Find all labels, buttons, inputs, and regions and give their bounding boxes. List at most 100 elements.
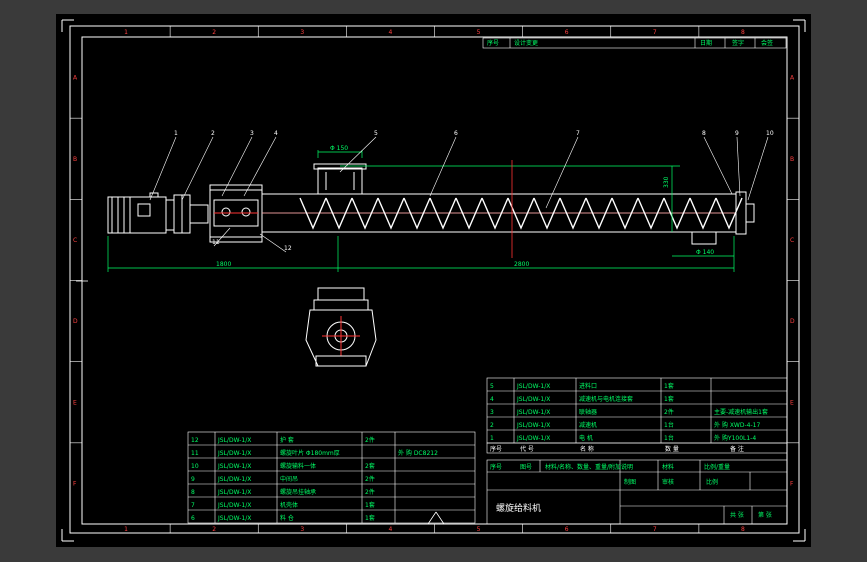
part-name-3: 联轴器 [579, 408, 597, 416]
part-name-11: 螺旋叶片 Φ180mm厚 [280, 449, 340, 457]
zone-row-left-F: F [73, 480, 77, 487]
zone-row-right-D: D [790, 318, 795, 325]
parts-header-4: 备 注 [730, 445, 744, 453]
part-no-7: 7 [191, 502, 195, 509]
sheet [56, 14, 811, 547]
callout-11: 11 [212, 239, 220, 246]
part-code-4: JSL/DW-1/X [516, 396, 550, 403]
callout-12: 12 [284, 245, 292, 252]
leader-8 [703, 136, 733, 195]
callout-8: 8 [702, 130, 706, 137]
part-qty-9: 2件 [365, 475, 375, 483]
revision-col-4: 签字 [732, 39, 744, 47]
outlet[interactable] [691, 231, 717, 245]
leader-1 [149, 136, 177, 201]
zone-col-top-8: 8 [741, 29, 745, 36]
leader-6 [429, 136, 457, 197]
part-qty-3: 2件 [664, 408, 674, 416]
zone-col-top-5: 5 [477, 29, 481, 36]
callout-6: 6 [454, 130, 458, 137]
revision-col-3: 日期 [700, 39, 712, 47]
zone-col-bottom-1: 1 [124, 526, 128, 533]
revision-strip [482, 37, 787, 49]
part-no-3: 3 [490, 409, 494, 416]
leader-7 [545, 136, 579, 209]
leader-5 [339, 136, 377, 173]
part-name-12: 护 套 [280, 436, 294, 444]
callout-4: 4 [274, 130, 278, 137]
callout-2: 2 [211, 130, 215, 137]
zone-row-left-A: A [73, 75, 78, 82]
part-code-8: JSL/DW-1/X [217, 489, 251, 496]
dim-height: 330 [663, 176, 670, 188]
part-qty-10: 2套 [365, 462, 375, 470]
zone-col-bottom-8: 8 [741, 526, 745, 533]
part-name-10: 螺旋输料一体 [280, 462, 316, 470]
part-no-8: 8 [191, 489, 195, 496]
zone-col-top-2: 2 [212, 29, 216, 36]
part-code-7: JSL/DW-1/X [217, 502, 251, 509]
dim-screw-length: 2800 [514, 261, 529, 268]
axis-mark [76, 275, 445, 525]
part-qty-4: 1套 [664, 395, 674, 403]
zone-col-top-3: 3 [300, 29, 304, 36]
leader-9 [736, 136, 741, 197]
dim-outlet-dia: Φ 140 [696, 249, 714, 256]
zone-col-bottom-4: 4 [388, 526, 392, 533]
parts-header-3: 数 量 [665, 445, 679, 453]
part-name-9: 中间吊 [280, 475, 298, 483]
zone-row-right-B: B [790, 156, 794, 163]
leader-3 [221, 136, 253, 197]
part-qty-2: 1台 [664, 421, 674, 429]
part-note-2: 外 购 XWD-4-17 [714, 421, 760, 429]
part-name-8: 螺旋吊挂轴承 [280, 488, 316, 496]
tb-head-2: 图号 [520, 464, 532, 471]
part-no-1: 1 [490, 435, 494, 442]
part-code-6: JSL/DW-1/X [217, 515, 251, 522]
zone-col-bottom-2: 2 [212, 526, 216, 533]
zone-col-bottom-7: 7 [653, 526, 657, 533]
zone-row-left-D: D [73, 318, 78, 325]
part-qty-1: 1台 [664, 434, 674, 442]
parts-header-1: 代 号 [520, 445, 534, 453]
zone-col-bottom-5: 5 [477, 526, 481, 533]
title-block [486, 459, 788, 525]
tb-sheet-no: 第 张 [758, 511, 772, 519]
part-code-11: JSL/DW-1/X [217, 450, 251, 457]
zone-row-left-E: E [73, 399, 77, 406]
tb-row2-5: 比例 [706, 478, 718, 486]
screw-flights [262, 197, 743, 230]
zone-col-top-1: 1 [124, 29, 128, 36]
end-view[interactable] [305, 287, 377, 367]
part-name-7: 机壳体 [280, 501, 298, 509]
part-name-4: 减速机与电机连接套 [579, 395, 633, 403]
part-name-5: 进料口 [579, 382, 597, 390]
zone-col-bottom-3: 3 [300, 526, 304, 533]
tb-head-4: 材料 [662, 463, 674, 471]
leader-4 [243, 136, 277, 197]
part-code-12: JSL/DW-1/X [217, 437, 251, 444]
parts-header-0: 序号 [490, 445, 502, 453]
tb-row2-3: 审核 [662, 478, 674, 486]
callout-7: 7 [576, 130, 580, 137]
part-qty-12: 2件 [365, 436, 375, 444]
part-name-2: 减速机 [579, 421, 597, 429]
part-qty-6: 1套 [365, 514, 375, 522]
parts-header-frame [486, 442, 788, 454]
part-no-2: 2 [490, 422, 494, 429]
part-code-3: JSL/DW-1/X [516, 409, 550, 416]
zone-col-top-7: 7 [653, 29, 657, 36]
corner-marks [61, 19, 806, 542]
inlet-hopper[interactable] [317, 167, 363, 195]
part-note-1: 外 购Y100L1-4 [714, 434, 756, 442]
part-no-4: 4 [490, 396, 494, 403]
part-no-12: 12 [191, 437, 199, 444]
